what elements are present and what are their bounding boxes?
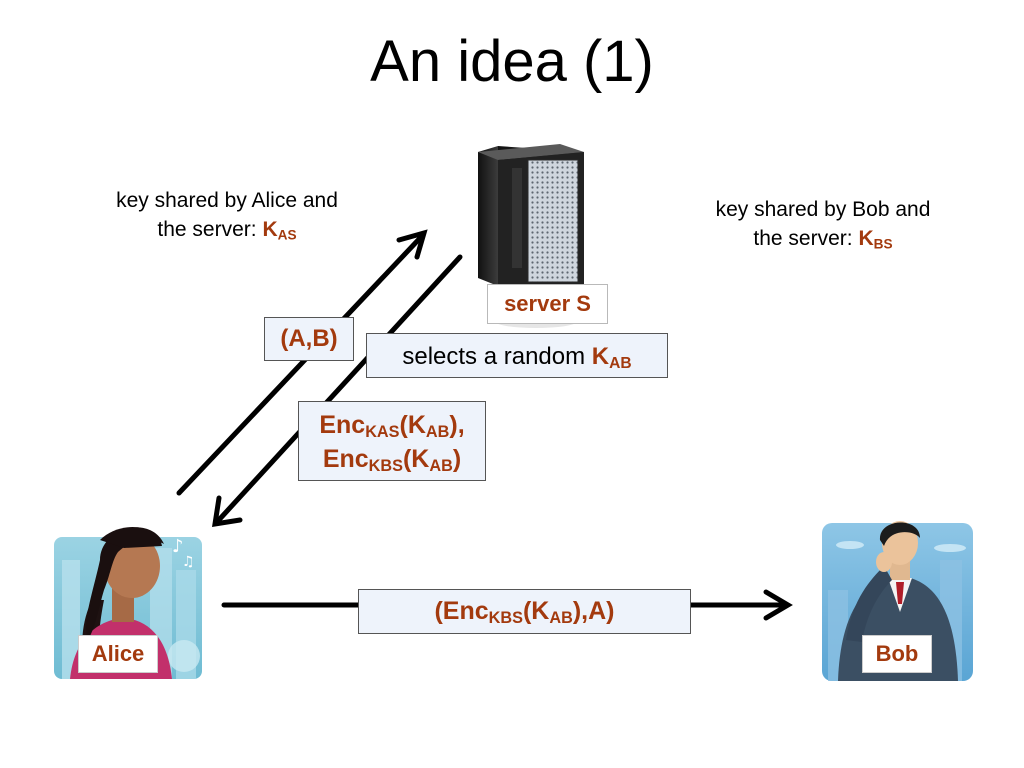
alice-avatar-icon: ♪ ♫ xyxy=(54,527,202,679)
arrow-server-to-alice xyxy=(212,254,463,528)
bob-key-note: key shared by Bob and the server: KBS xyxy=(682,195,964,253)
bob-key-note-prefix: the server: xyxy=(753,227,859,250)
reply-line2: EncKBS(KAB) xyxy=(322,445,462,476)
alice-key-note-line1: key shared by Alice and xyxy=(116,189,338,212)
bob-key-note-line2: the server: KBS xyxy=(682,224,964,253)
server-action-text: selects a random xyxy=(402,343,592,370)
alice-label: Alice xyxy=(78,635,158,673)
reply-line1: EncKAS(KAB), xyxy=(319,411,465,442)
svg-text:♪: ♪ xyxy=(172,536,184,557)
server-icon xyxy=(478,144,584,328)
message-request: (A,B) xyxy=(280,325,338,352)
key-kbs: KBS xyxy=(858,227,893,252)
bob-key-note-line1: key shared by Bob and xyxy=(715,198,931,221)
server-label: server S xyxy=(487,284,608,324)
key-kab: KAB xyxy=(591,343,632,372)
slide-title: An idea (1) xyxy=(370,29,654,94)
server-action-box: selects a random KAB xyxy=(366,333,668,378)
alice-key-note: key shared by Alice and the server: KAS xyxy=(82,186,372,244)
arrow-alice-to-server xyxy=(176,229,428,496)
message-reply-box: EncKAS(KAB), EncKBS(KAB) xyxy=(298,401,486,481)
svg-text:♫: ♫ xyxy=(182,554,195,570)
alice-key-note-prefix: the server: xyxy=(157,218,263,241)
message-forward-box: (EncKBS(KAB),A) xyxy=(358,589,691,634)
key-kas: KAS xyxy=(262,218,297,243)
message-request-box: (A,B) xyxy=(264,317,354,361)
bob-label: Bob xyxy=(862,635,932,673)
message-forward: (EncKBS(KAB),A) xyxy=(434,597,615,628)
alice-key-note-line2: the server: KAS xyxy=(82,215,372,244)
